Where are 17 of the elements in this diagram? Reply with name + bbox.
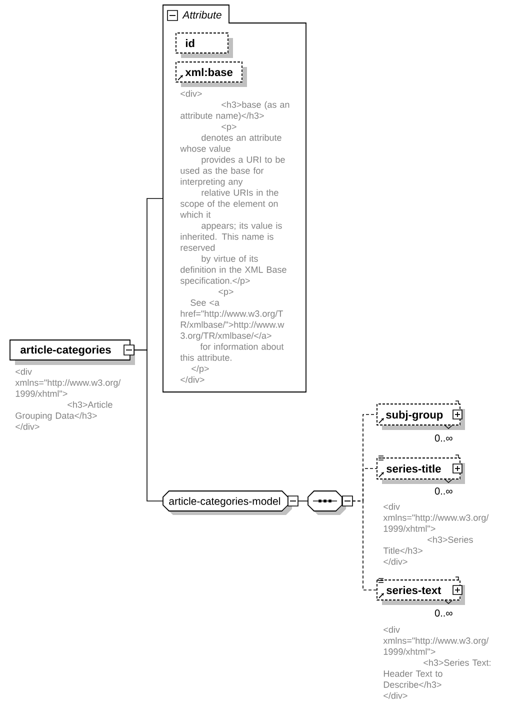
cardinality-label: 0..∞ xyxy=(434,488,452,495)
attribute-box: id xyxy=(176,32,233,58)
cardinality-label: 0..∞ xyxy=(434,610,452,617)
annotation-text: <div xmlns="http://www.w3.org/ 1999/xhtml"> <h3>Article Grouping Data</h3> </div> xyxy=(15,368,121,430)
attribute-box: xml:base xyxy=(176,62,247,87)
element-box: series-title xyxy=(376,454,465,484)
connector-line xyxy=(298,500,308,502)
annotation-text: <div xmlns="http://www.w3.org/ 1999/xhtml"> <h3>Series Text: Header Text to Describe</h3> </div> xyxy=(383,626,490,699)
connector-line xyxy=(352,500,378,590)
connector-line xyxy=(134,350,164,502)
annotation-text: <div xmlns="http://www.w3.org/ 1999/xhtml"> <h3>Series Title</h3> </div> xyxy=(383,503,489,565)
group-octagon: article-categories-model xyxy=(162,490,292,515)
cardinality-label: 0..∞ xyxy=(434,434,452,442)
element-box: article-categories xyxy=(10,340,135,365)
element-box: subj-group xyxy=(376,400,465,430)
annotation-text: <div> <h3>base (as an attribute name)</h3> <p> denotes an attribute whose value provides a URI to be used as the base for interpreting any relative URIs in the scope of the element on which it appears; its value is inherited. This name is reserved by virtue of its definition in the XML Base specification.</p> <p> See <a href="http://www.w3.org/T R/xmlbase/">http://www.w 3.org/TR/xmlbase/</a> for information about this attribute. </p> </div> xyxy=(180,90,290,383)
element-box: series-text xyxy=(376,576,465,605)
